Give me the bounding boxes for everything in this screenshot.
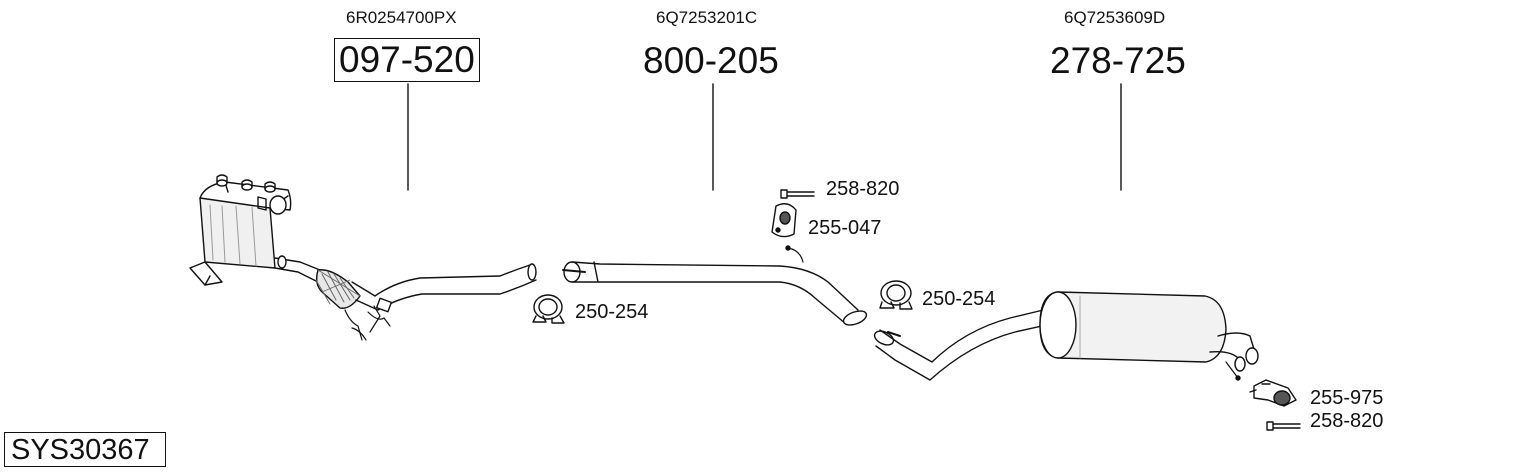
dpf-converter-drawing xyxy=(189,174,537,341)
system-code: SYS30367 xyxy=(4,432,166,467)
bolt-icon xyxy=(780,189,815,199)
clamp-icon xyxy=(879,280,913,310)
clamp-label-2: 250-254 xyxy=(922,288,996,310)
hanger-label-2: 255-975 xyxy=(1310,387,1384,409)
bolt-label-2: 258-820 xyxy=(1310,410,1384,432)
part-number-2: 800-205 xyxy=(643,40,779,81)
oe-number-part-1: 6R0254700PX xyxy=(346,8,457,27)
rubber-hanger-icon xyxy=(771,203,797,238)
middle-pipe-drawing xyxy=(562,245,868,326)
part-number-3: 278-725 xyxy=(1050,40,1186,81)
rubber-hanger-icon xyxy=(1249,379,1297,407)
bolt-icon xyxy=(1266,421,1301,431)
clamp-icon xyxy=(532,294,565,324)
oe-number-part-3: 6Q7253609D xyxy=(1064,8,1166,27)
oe-number-part-2: 6Q7253201C xyxy=(656,8,758,27)
rear-silencer-drawing xyxy=(873,291,1259,381)
hanger-label-1: 255-047 xyxy=(808,217,882,239)
clamp-label-1: 250-254 xyxy=(575,301,649,323)
bolt-label-1: 258-820 xyxy=(826,178,900,200)
part-number-1: 097-520 xyxy=(334,38,480,82)
